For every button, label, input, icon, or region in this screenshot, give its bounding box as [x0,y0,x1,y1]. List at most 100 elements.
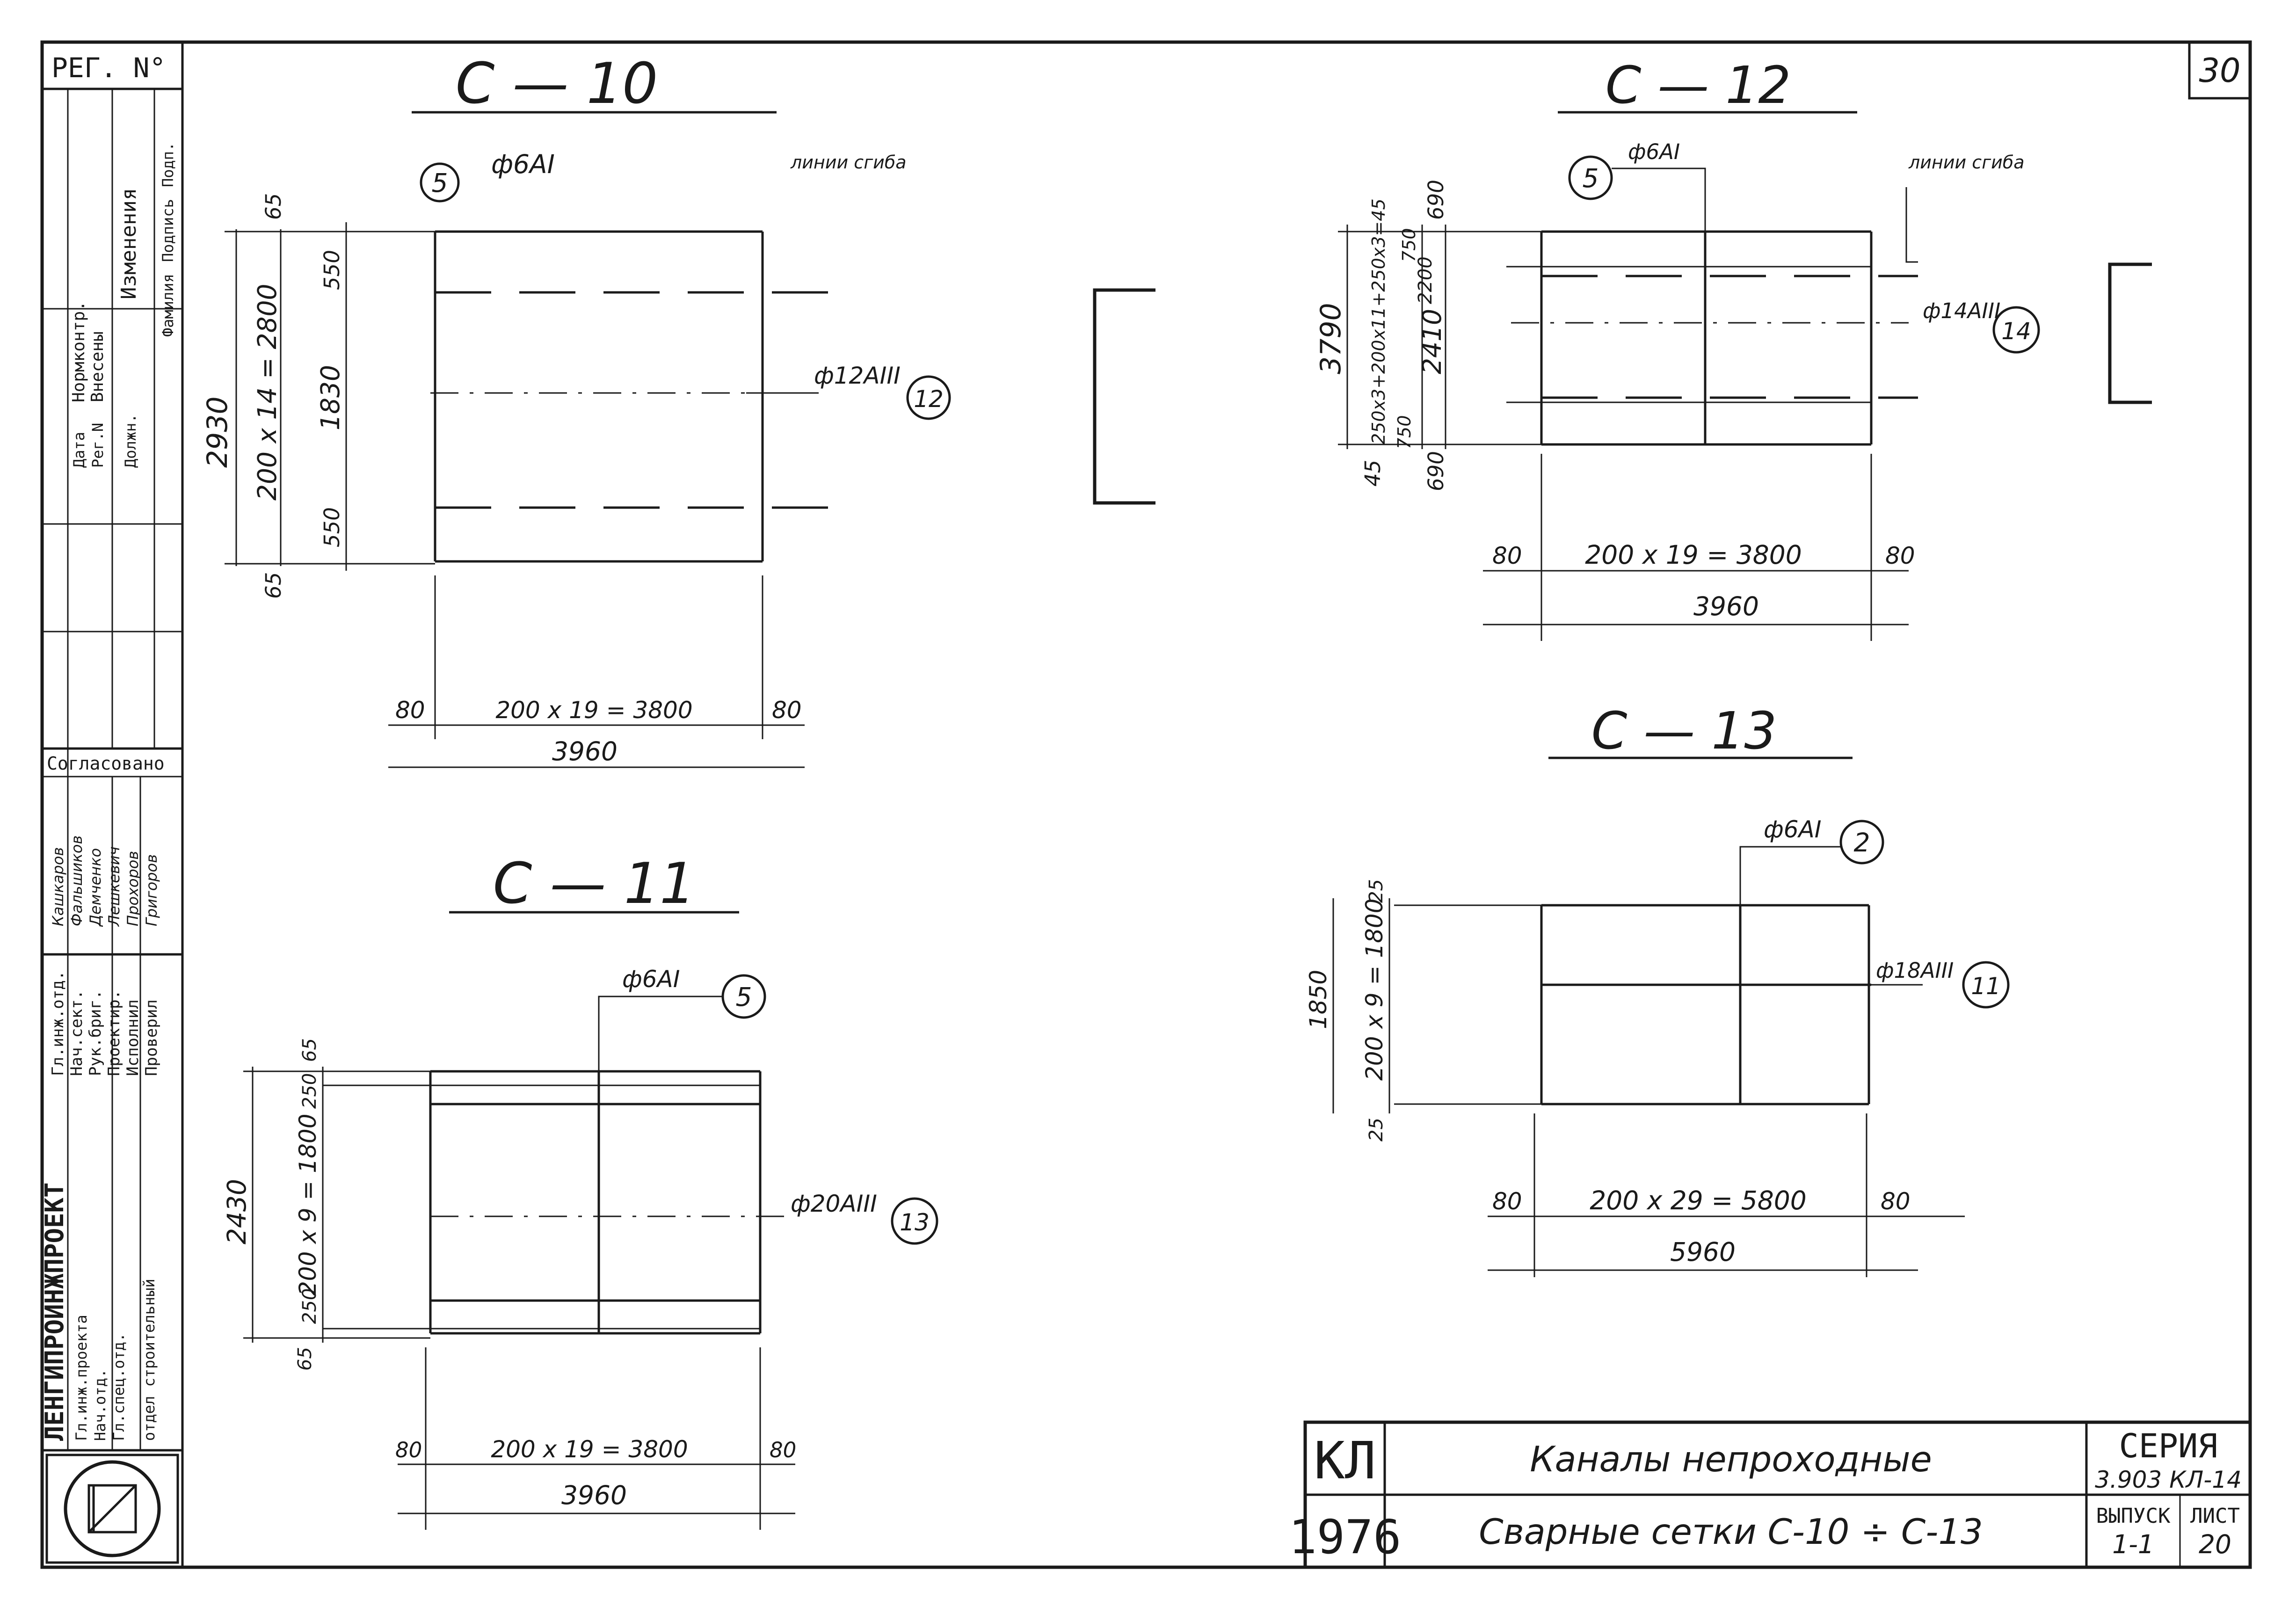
c10-fold-profile [1093,288,1155,505]
c11-dim-left-off: 80 [395,1438,422,1462]
c13-top-mark-circle [1839,820,1884,865]
c12-rebar-mid: ф14АIII [1923,298,2000,323]
side-stamp: РЕГ. N° Изменения Нормконтр. Внесены Дат… [40,41,184,1569]
c10-fold-note: линии сгиба [790,152,907,173]
name-1: Кашкаров [49,847,67,926]
mesh-c12: С — 12 5 ф6АI линии сгиба ф14АIII 14 379… [1315,55,2040,641]
c11-dim-right-off: 80 [770,1438,796,1462]
c13-dim-total-v: 1850 [1305,970,1332,1029]
c13-mid-mark: 11 [1971,973,2001,1000]
c11-dim-bot-edge: 65 [294,1347,316,1371]
changes-col-4: Рег.N [89,423,107,468]
c11-dim-bot-seg: 250 [299,1288,320,1324]
issue-value: 1-1 [2112,1529,2154,1559]
c13-rebar-top: ф6АI [1764,816,1822,843]
role-3: Рук.бриг. [86,990,105,1076]
c12-dim-bot-edge: 690 [1424,451,1448,491]
org-sub-1: Гл.инж.проекта [73,1315,90,1441]
org-logo-icon [45,1454,179,1564]
c11-dim-top-edge: 65 [299,1038,320,1062]
c10-dim-bot-seg: 550 [320,507,344,547]
c12-dim-total-h: 3960 [1693,591,1759,621]
org-sub-4: отдел строительный [140,1279,158,1441]
c10-dim-mid-seg: 1830 [315,365,345,430]
name-5: Прохоров [124,851,142,926]
c12-rebar-top: ф6АI [1628,139,1680,164]
c13-dim-total-h: 5960 [1670,1237,1736,1267]
changes-col-7: Подпись [159,199,177,262]
title-year: 1976 [1289,1510,1402,1564]
name-3: Демченко [87,848,104,927]
c10-dim-bot-edge: 65 [261,572,286,599]
sheet-value: 20 [2199,1529,2231,1559]
c10-top-mark-circle [420,162,460,203]
c12-dim-right-off: 80 [1885,542,1915,569]
c11-dim-step-v: 200 х 9 = 1800 [294,1113,321,1296]
c10-dim-top-edge: 65 [261,193,286,220]
c12-dim-top-edge: 690 [1424,180,1448,220]
c13-mid-mark-circle [1962,961,2010,1009]
title-line-1: Каналы непроходные [1530,1439,1932,1480]
title-line-2: Сварные сетки С-10 ÷ С-13 [1479,1511,1983,1552]
c12-top-mark-circle [1568,155,1613,200]
role-6: Проверил [142,999,161,1076]
c13-dim-step-h: 200 х 29 = 5800 [1590,1185,1807,1215]
c11-rebar-top: ф6АI [622,966,680,993]
series-value: 3.903 КЛ-14 [2095,1466,2242,1493]
changes-col-3: Дата [70,432,88,468]
sheet-label: ЛИСТ [2190,1504,2240,1528]
c12-dim-left-off: 80 [1492,542,1522,569]
issue-label: ВЫПУСК [2096,1504,2171,1528]
c13-dim-step-v: 200 х 9 = 1800 [1361,898,1388,1081]
c13-dim-left-off: 80 [1492,1188,1522,1215]
c10-dim-right-off: 80 [772,697,802,724]
c12-fold-profile [2108,262,2152,404]
c10-rebar-top: ф6АI [491,149,555,179]
name-2: Фальшиков [68,836,86,926]
c13-title: С — 13 [1591,701,1777,761]
name-6: Григоров [143,854,160,926]
name-4: Лешкевич [105,846,123,927]
title-code: КЛ [1314,1431,1376,1491]
c10-dim-total-h: 3960 [552,736,618,766]
changes-header: Изменения [117,188,141,299]
org-sub-2: Нач.отд. [91,1369,109,1441]
c10-top-mark: 5 [432,168,448,198]
c13-dim-right-off: 80 [1881,1188,1911,1215]
org-name: ЛЕНГИПРОИНЖПРОЕКТ [40,1182,69,1441]
c10-title: С — 10 [456,51,658,116]
c12-dim-seg-c: 2410 [1417,309,1447,374]
c12-mid-mark: 14 [2001,318,2031,345]
mesh-c10: С — 10 5 ф6АI линии сгиба ф12АIII 12 293… [201,51,951,768]
c10-mid-mark-circle [906,375,951,420]
org-sub-3: Гл.спец.отд. [110,1333,128,1441]
sheet-number: 30 [2199,51,2240,90]
c11-rebar-mid: ф20АIII [791,1190,877,1217]
c11-dim-step-h: 200 х 19 = 3800 [491,1436,688,1463]
role-1: Гл.инж.отд. [49,971,67,1076]
c11-dim-top-seg: 250 [299,1073,320,1109]
c10-dim-step-h: 200 х 19 = 3800 [495,697,692,724]
c12-mid-mark-circle [1992,306,2040,354]
c11-mid-mark-circle [891,1197,938,1245]
c12-title: С — 12 [1606,55,1791,115]
c10-dim-step-v: 200 х 14 = 2800 [252,284,282,501]
c12-dim-seg-b: 2200 [1415,256,1436,304]
title-block: КЛ 1976 Каналы непроходные Сварные сетки… [1289,1420,2252,1569]
role-5: Исполнил [124,999,142,1076]
c11-mid-mark: 13 [900,1209,930,1236]
c10-dim-total-v: 2930 [201,396,234,468]
c10-mid-mark: 12 [914,385,944,413]
c13-dim-bot-edge: 25 [1366,1118,1387,1142]
c12-dim-seg-d: 750 [1394,415,1415,449]
changes-col-6: Должн. [122,414,139,468]
c11-title: С — 11 [493,851,696,916]
c10-rebar-mid: ф12АIII [814,362,901,389]
c12-top-mark: 5 [1583,163,1599,193]
c12-dim-total-v: 3790 [1315,303,1347,374]
changes-col-5: Подп. [159,142,177,187]
changes-col-8: Фамилия [159,274,177,337]
c12-dim-seg-a: 750 [1399,228,1419,262]
c12-dim-step-h: 200 х 19 = 3800 [1585,540,1802,570]
